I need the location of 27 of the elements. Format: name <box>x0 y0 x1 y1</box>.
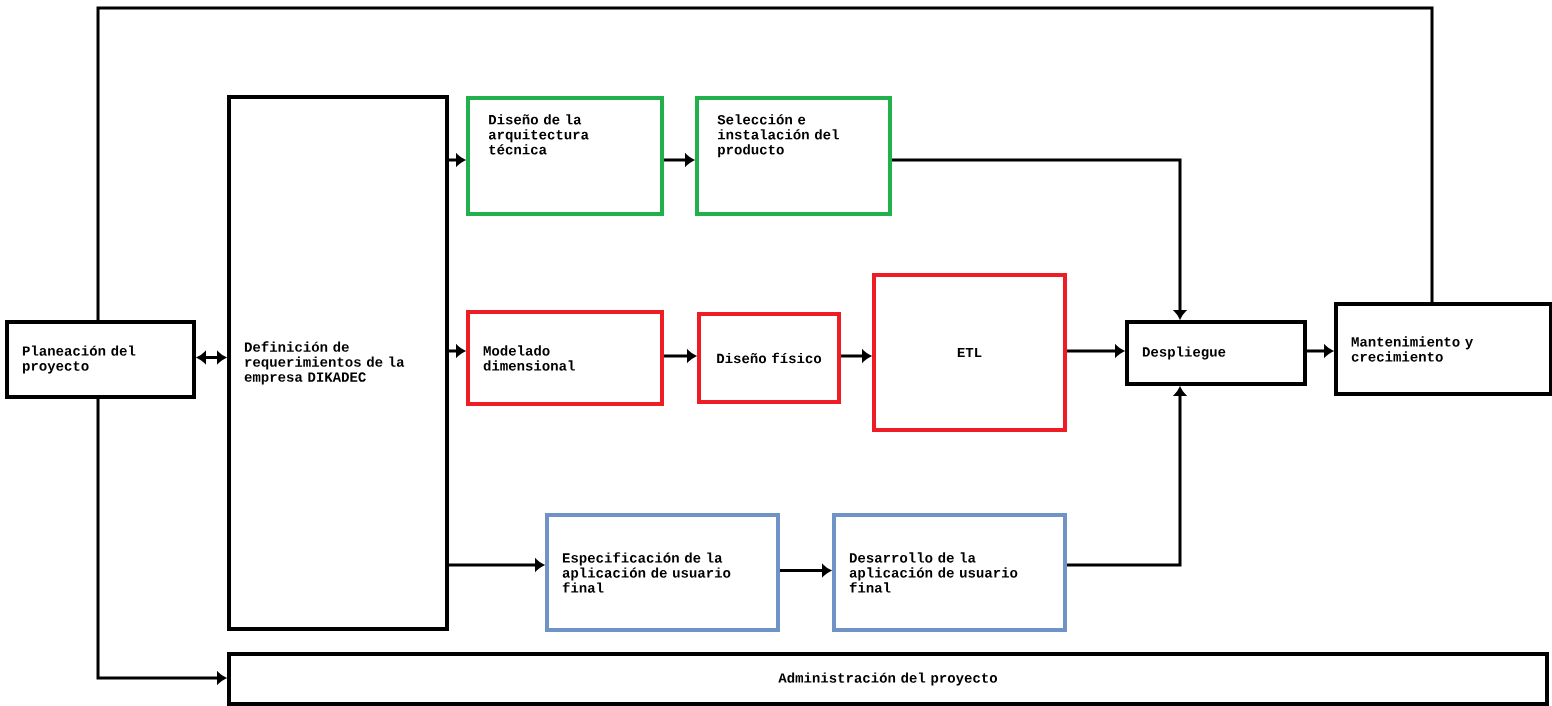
arrow <box>1067 387 1186 567</box>
node-label: Selección e instalación del producto <box>717 114 839 158</box>
process-box: ETL <box>872 273 1067 432</box>
arrow <box>841 350 871 362</box>
arrow <box>1307 345 1333 357</box>
process-box: Desarrollo de la aplicación de usuario final <box>832 513 1067 632</box>
process-box <box>466 96 664 216</box>
process-box: Diseño físico <box>697 312 841 404</box>
process-box: Planeación del proyecto <box>5 320 196 399</box>
arrow <box>96 399 226 684</box>
arrow <box>449 559 544 571</box>
arrow <box>892 158 1186 319</box>
arrow <box>197 351 226 364</box>
process-box: Despliegue <box>1125 320 1307 386</box>
process-box: Modelado dimensional <box>466 310 664 406</box>
arrow <box>780 564 831 577</box>
arrow <box>449 345 465 357</box>
process-box: Mantenimiento y crecimiento <box>1334 302 1552 396</box>
process-box: Definición de requerimientos de la empresa DIKADEC <box>227 95 449 631</box>
arrow <box>449 154 465 166</box>
arrow <box>664 350 696 362</box>
arrow <box>1067 345 1124 357</box>
process-box: Administración del proyecto <box>227 652 1549 706</box>
process-box: Especificación de la aplicación de usuario final <box>545 513 780 632</box>
node-label: Diseño de la arquitectura técnica <box>488 114 589 155</box>
arrow <box>664 154 694 166</box>
process-box <box>695 96 892 216</box>
